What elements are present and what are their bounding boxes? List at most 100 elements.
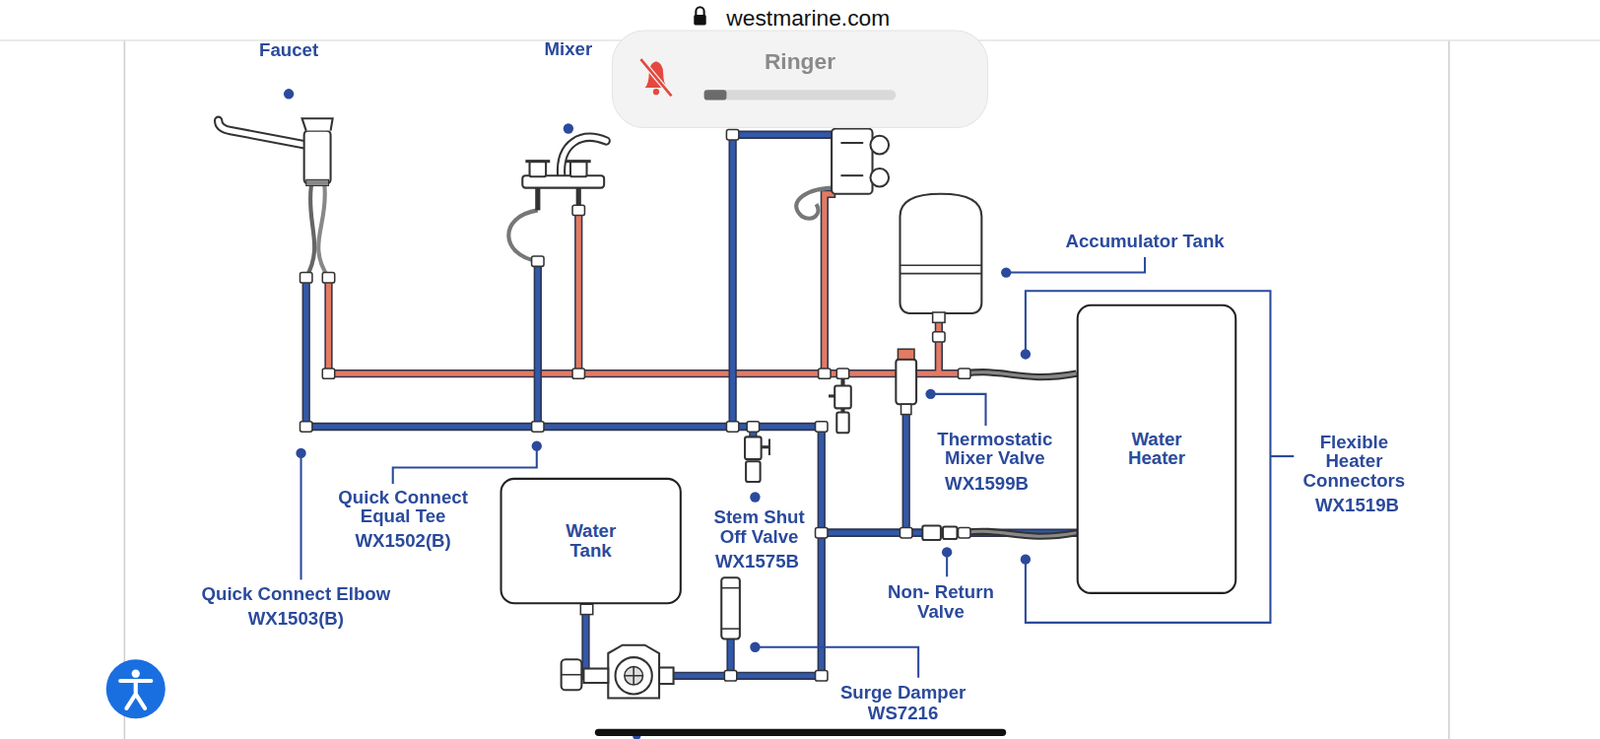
leader-dot <box>1020 348 1031 359</box>
faucet-drawing <box>306 186 315 278</box>
cold-pipe <box>306 134 965 676</box>
ringer-overlay <box>653 88 660 95</box>
quick-connect-fitting <box>322 368 334 379</box>
lock-icon <box>695 6 704 15</box>
leader-dot <box>749 491 760 502</box>
part-number: WX1575B <box>706 551 809 572</box>
quick-connect-fitting <box>899 528 912 538</box>
shower-valve-drawing <box>831 129 872 195</box>
quick-connect-fitting <box>933 332 945 342</box>
ringer-overlay <box>611 30 988 128</box>
part-name: Surge Damper <box>816 682 991 703</box>
part-name: Mixer <box>527 39 609 60</box>
drain-valve-drawing <box>836 412 849 434</box>
panel-border <box>124 40 1449 739</box>
leader-line <box>1269 455 1294 458</box>
pump-drawing <box>607 645 660 699</box>
hot-pipe <box>328 194 964 374</box>
part-name: Thermostatic Mixer Valve <box>923 429 1067 468</box>
mixer-drawing <box>525 159 550 163</box>
thermostatic-mixer-valve-drawing <box>895 359 917 405</box>
drain-valve-drawing <box>828 394 835 398</box>
pump-drawing <box>659 666 674 684</box>
pump-drawing <box>583 668 608 684</box>
leader-dot <box>925 389 935 400</box>
stem-shutoff-valve-drawing <box>744 436 770 482</box>
ringer-overlay <box>704 89 728 100</box>
quick-connect-fitting <box>322 272 334 283</box>
surge-damper-drawing <box>721 627 740 630</box>
leader-dot <box>941 546 952 557</box>
leader-line <box>299 453 302 580</box>
cold-pipe <box>306 134 965 676</box>
pump-drawing <box>624 666 644 685</box>
quick-connect-fitting <box>815 528 828 538</box>
part-number: WX1599B <box>925 474 1048 495</box>
faucet-drawing <box>218 120 307 145</box>
accessibility-button <box>132 669 140 678</box>
leader-line <box>1005 257 1145 273</box>
hot-pipe <box>328 194 964 374</box>
part-number: WX1502(B) <box>332 532 475 552</box>
home-indicator <box>595 729 1006 736</box>
shower-valve-drawing <box>840 141 864 144</box>
site-address: westmarine.com <box>706 4 911 32</box>
node-label: Water Tank <box>554 521 627 560</box>
faucet-drawing <box>306 179 330 186</box>
pump-drawing <box>615 657 653 694</box>
quick-connect-fitting <box>726 130 738 140</box>
flexible-hose <box>964 372 1077 378</box>
leader-dot <box>1000 266 1011 277</box>
water-tank-box: Water Tank <box>499 477 681 604</box>
accumulator-tank-drawing <box>899 194 982 324</box>
surge-damper-drawing <box>721 587 740 590</box>
panel-border <box>124 40 127 739</box>
quick-connect-fitting <box>299 272 312 283</box>
faucet-drawing <box>302 118 334 131</box>
stem-shutoff-valve-drawing <box>761 445 770 449</box>
quick-connect-fitting <box>299 130 970 681</box>
accessibility-button <box>106 659 166 719</box>
pump-drawing <box>561 659 583 690</box>
ringer-overlay <box>640 59 671 96</box>
ringer-overlay <box>704 89 897 100</box>
leader-dot <box>1020 554 1031 565</box>
quick-connect-fitting <box>958 528 971 538</box>
mixer-drawing <box>530 161 547 178</box>
thermostatic-mixer-valve-drawing <box>897 348 915 359</box>
part-name: Non- Return Valve <box>877 583 1004 622</box>
part-name: Quick Connect Elbow <box>173 585 419 605</box>
quick-connect-fitting <box>815 670 828 681</box>
quick-connect-fitting <box>726 421 738 432</box>
part-name: Stem Shut Off Valve <box>705 508 814 547</box>
faucet-drawing <box>304 131 332 185</box>
leader-dot <box>749 642 760 653</box>
stem-shutoff-valve-drawing <box>768 438 771 456</box>
quick-connect-fitting <box>818 368 831 379</box>
leader-dot <box>295 448 306 459</box>
part-name: Flexible Heater Connectors <box>1297 432 1410 491</box>
ringer-overlay <box>611 30 988 128</box>
leader-dot <box>283 88 1031 739</box>
shower-valve-drawing <box>796 188 832 219</box>
leader-line <box>1025 290 1271 623</box>
faucet-drawing <box>218 118 334 278</box>
stem-shutoff-valve-drawing <box>745 461 761 482</box>
shower-valve-drawing <box>869 168 889 188</box>
shower-valve-drawing <box>869 135 889 155</box>
quick-connect-fitting <box>836 368 849 379</box>
quick-connect-fitting <box>299 421 312 432</box>
hot-pipe <box>328 194 964 374</box>
faucet-drawing <box>318 186 329 278</box>
mixer-drawing <box>570 161 588 178</box>
thermostatic-mixer-valve-drawing <box>901 403 912 414</box>
accumulator-tank-drawing <box>933 312 945 323</box>
shower-valve-drawing <box>840 174 864 177</box>
part-number: WX1519B <box>1295 495 1418 516</box>
leader-line <box>301 257 1295 678</box>
ringer-overlay <box>640 59 671 96</box>
quick-connect-fitting <box>958 368 971 379</box>
